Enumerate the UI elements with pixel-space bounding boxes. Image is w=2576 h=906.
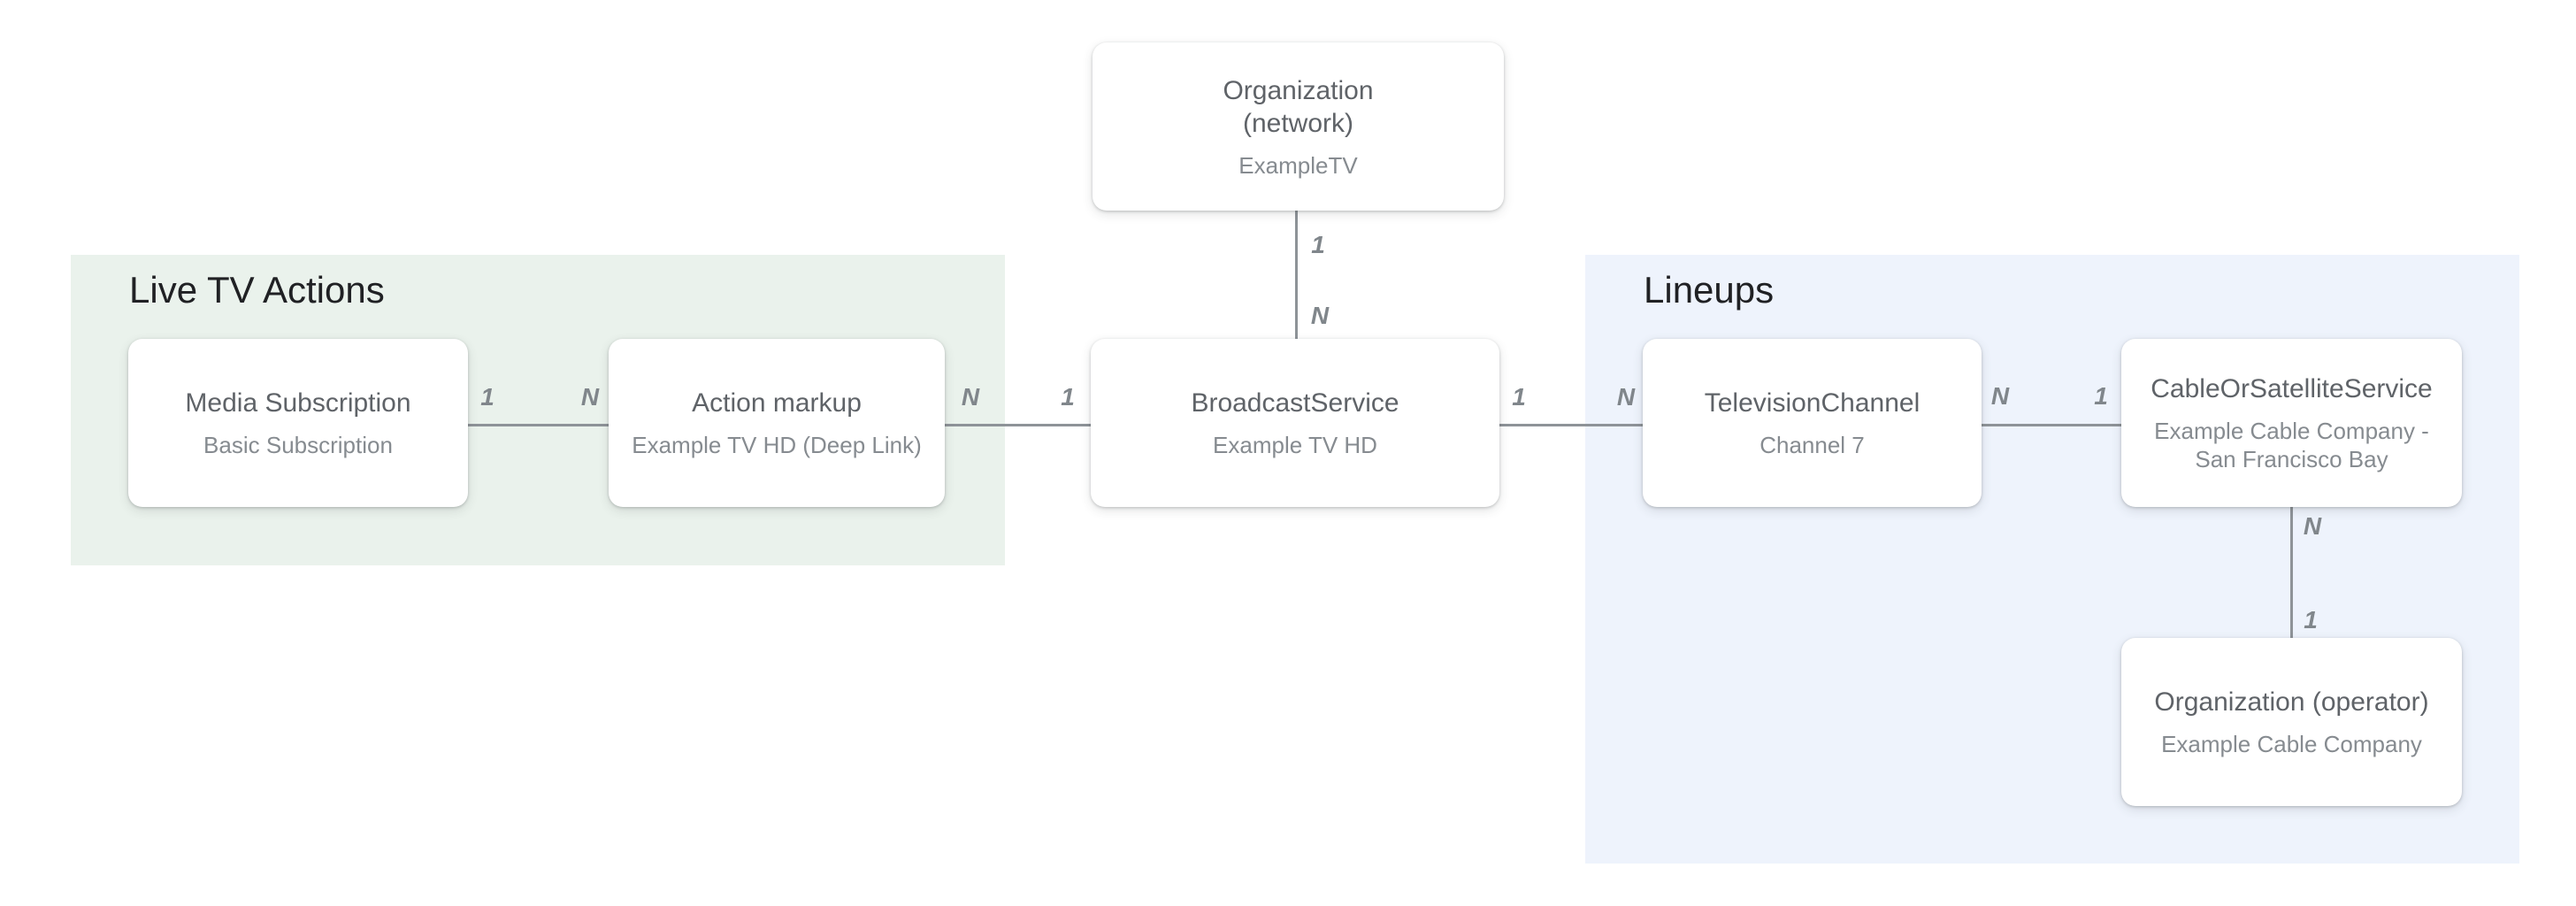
node-media-subscription: Media Subscription Basic Subscription: [128, 339, 468, 507]
cardinality-action-right-side: N: [961, 383, 980, 411]
cardinality-action-left-side: N: [580, 383, 600, 411]
connector-cable-operator: [2290, 507, 2293, 638]
connector-action-broadcast: [945, 424, 1091, 426]
cardinality-cable-bottom-side: N: [2303, 512, 2322, 540]
cardinality-broadcast-left-side: 1: [1061, 383, 1075, 411]
cardinality-broadcast-top-side: N: [1310, 302, 1330, 329]
live-tv-actions-panel-title: Live TV Actions: [129, 269, 385, 311]
node-organization-operator-subtitle: Example Cable Company: [2161, 731, 2422, 757]
node-broadcast-service-title: BroadcastService: [1191, 388, 1399, 418]
node-media-subscription-subtitle: Basic Subscription: [203, 432, 393, 458]
cardinality-channel-right-side: N: [1990, 382, 2010, 410]
node-organization-network-subtitle: ExampleTV: [1238, 151, 1358, 179]
node-organization-network: Organization (network) ExampleTV: [1092, 42, 1504, 211]
node-action-markup-title: Action markup: [692, 388, 862, 418]
lineups-panel-title: Lineups: [1644, 269, 1775, 311]
node-cable-or-satellite-service-title: CableOrSatelliteService: [2150, 374, 2433, 403]
cardinality-subscription-side: 1: [480, 383, 494, 411]
cardinality-broadcast-right-side: 1: [1512, 383, 1526, 411]
node-broadcast-service-subtitle: Example TV HD: [1213, 432, 1377, 458]
connector-subscription-action: [468, 424, 609, 426]
node-cable-or-satellite-service: CableOrSatelliteService Example Cable Co…: [2121, 339, 2462, 507]
node-action-markup-subtitle: Example TV HD (Deep Link): [632, 432, 922, 458]
cardinality-operator-side: 1: [2304, 606, 2318, 633]
node-cable-or-satellite-service-subtitle: Example Cable Company - San Francisco Ba…: [2154, 418, 2429, 472]
cardinality-channel-left-side: N: [1616, 383, 1636, 411]
node-television-channel-subtitle: Channel 7: [1760, 432, 1865, 458]
node-organization-operator-title: Organization (operator): [2154, 687, 2429, 717]
node-organization-operator: Organization (operator) Example Cable Co…: [2121, 638, 2462, 806]
node-organization-network-title: Organization (network): [1223, 75, 1374, 138]
node-television-channel: TelevisionChannel Channel 7: [1643, 339, 1982, 507]
cardinality-network-side: 1: [1311, 231, 1325, 258]
node-action-markup: Action markup Example TV HD (Deep Link): [609, 339, 945, 507]
connector-channel-cable: [1982, 424, 2121, 426]
connector-broadcast-channel: [1499, 424, 1643, 426]
node-broadcast-service: BroadcastService Example TV HD: [1091, 339, 1499, 507]
connector-network-broadcast: [1295, 211, 1298, 339]
node-television-channel-title: TelevisionChannel: [1704, 388, 1920, 418]
cardinality-cable-left-side: 1: [2094, 382, 2108, 410]
node-media-subscription-title: Media Subscription: [185, 388, 411, 418]
